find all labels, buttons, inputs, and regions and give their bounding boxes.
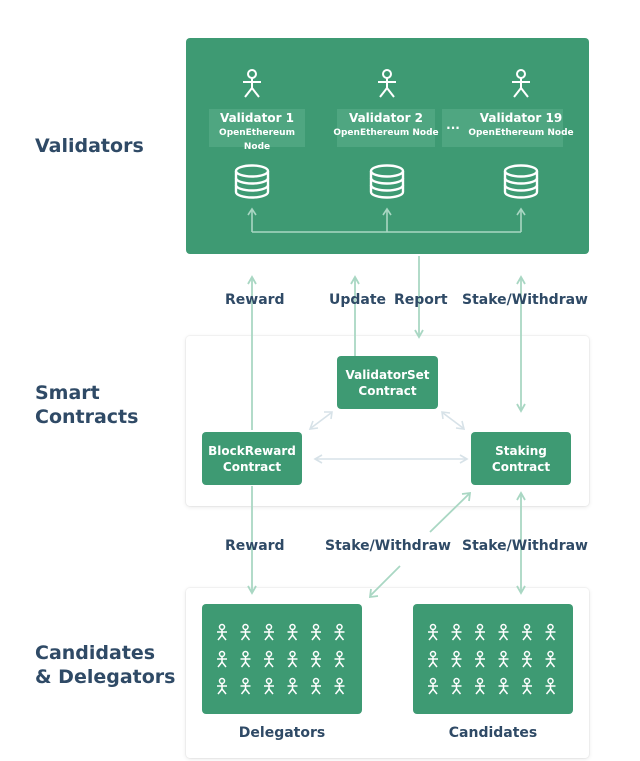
reward-down-arrowhead [247, 585, 257, 595]
validatorset-contract-line2: Contract [358, 383, 417, 398]
reward-up-arrowhead [247, 275, 257, 285]
delegators-label: Delegators [238, 725, 326, 741]
person-icon [286, 650, 299, 668]
person-icon [544, 623, 557, 641]
validator-19-label-bg [442, 109, 563, 147]
validator-1-label-bg [209, 109, 305, 147]
blockreward-contract: BlockReward Contract [202, 432, 302, 485]
candidates-people-icons [427, 623, 557, 695]
staking-contract-line1: Staking [495, 443, 547, 458]
stake-withdraw-top-arrowhead-down [516, 403, 526, 413]
stake-withdraw-top-arrowhead-up [516, 275, 526, 285]
person-icon [216, 623, 228, 641]
person-icon [474, 623, 486, 641]
update-up-arrowhead [350, 275, 360, 285]
person-icon [427, 650, 439, 668]
person-icon [333, 623, 346, 641]
candidates-label: Candidates [448, 725, 538, 741]
validatorset-staking-link [442, 412, 464, 429]
person-icon [216, 677, 228, 695]
section-label-candidates: Candidates [35, 642, 156, 664]
validator-2-name: Validator 2 [348, 111, 424, 125]
validator-1-node: OpenEthereum Node [219, 128, 295, 152]
section-label-delegators: & Delegators [35, 666, 176, 688]
section-label-smart: Smart [35, 382, 100, 404]
person-icon [521, 650, 533, 668]
person-icon [427, 677, 439, 695]
person-icon [286, 677, 299, 695]
validatorset-blockreward-link [310, 412, 332, 429]
validator-19-node: OpenEthereum Node [468, 128, 574, 138]
validatorset-contract: ValidatorSet Contract [337, 356, 438, 409]
validator-1-database-icon [234, 164, 270, 199]
validator-2-label: Validator 2 OpenEthereum Node [333, 110, 439, 140]
edge-label-report: Report [394, 292, 448, 308]
validator-2-person-icon [377, 69, 397, 98]
person-icon [333, 650, 346, 668]
validator-1-person-icon [242, 69, 262, 98]
person-icon [544, 677, 557, 695]
person-icon [544, 650, 557, 668]
staking-contract: Staking Contract [471, 432, 571, 485]
edge-label-stake-withdraw-delegators: Stake/Withdraw [325, 538, 451, 554]
staking-contract-line2: Contract [491, 459, 551, 474]
candidates-box [413, 604, 573, 714]
person-icon [239, 650, 252, 668]
person-icon [263, 677, 275, 695]
report-down-arrowhead [414, 329, 424, 339]
person-icon [216, 650, 228, 668]
edge-label-stake-withdraw-top: Stake/Withdraw [462, 292, 588, 308]
person-icon [497, 677, 510, 695]
person-icon [521, 623, 533, 641]
section-label-smart-contracts: Smart Contracts [35, 381, 138, 429]
person-icon [474, 650, 486, 668]
validator-2-node: OpenEthereum Node [333, 128, 439, 138]
person-icon [263, 623, 275, 641]
person-icon [450, 677, 463, 695]
edge-label-update: Update [329, 292, 387, 308]
validators-connector [247, 207, 526, 233]
edge-label-stake-withdraw-candidates: Stake/Withdraw [462, 538, 588, 554]
validator-2-label-bg [337, 109, 435, 147]
person-icon [474, 677, 486, 695]
validator-1-label: Validator 1 OpenEthereum Node [205, 110, 309, 154]
validator-2-database-icon [369, 164, 405, 199]
person-icon [239, 677, 252, 695]
delegators-box [202, 604, 362, 714]
validator-19-database-icon [503, 164, 539, 199]
delegator-stake-arrow-lower [369, 565, 401, 597]
validator-19-label: Validator 19 OpenEthereum Node [468, 110, 574, 140]
person-icon [333, 677, 346, 695]
person-icon [521, 677, 533, 695]
edge-label-reward-top: Reward [225, 292, 285, 308]
person-icon [239, 623, 252, 641]
section-label-contracts: Contracts [35, 406, 139, 428]
blockreward-contract-line2: Contract [222, 459, 282, 474]
validatorset-contract-line1: ValidatorSet [345, 367, 430, 382]
person-icon [286, 623, 299, 641]
person-icon [427, 623, 439, 641]
validator-19-name: Validator 19 [479, 111, 563, 125]
validator-19-person-icon [511, 69, 531, 98]
section-label-validators: Validators [35, 135, 144, 157]
person-icon [310, 623, 322, 641]
validator-ellipsis: ··· [446, 121, 460, 135]
person-icon [497, 650, 510, 668]
person-icon [450, 623, 463, 641]
person-icon [263, 650, 275, 668]
person-icon [310, 650, 322, 668]
section-label-candidates-delegators: Candidates & Delegators [35, 641, 175, 689]
person-icon [450, 650, 463, 668]
person-icon [497, 623, 510, 641]
blockreward-contract-line1: BlockReward [208, 443, 296, 458]
validator-1-name: Validator 1 [219, 111, 295, 125]
delegators-people-icons [216, 623, 346, 695]
person-icon [310, 677, 322, 695]
edge-label-reward-bottom: Reward [225, 538, 285, 554]
delegator-stake-arrow-upper [429, 492, 471, 533]
